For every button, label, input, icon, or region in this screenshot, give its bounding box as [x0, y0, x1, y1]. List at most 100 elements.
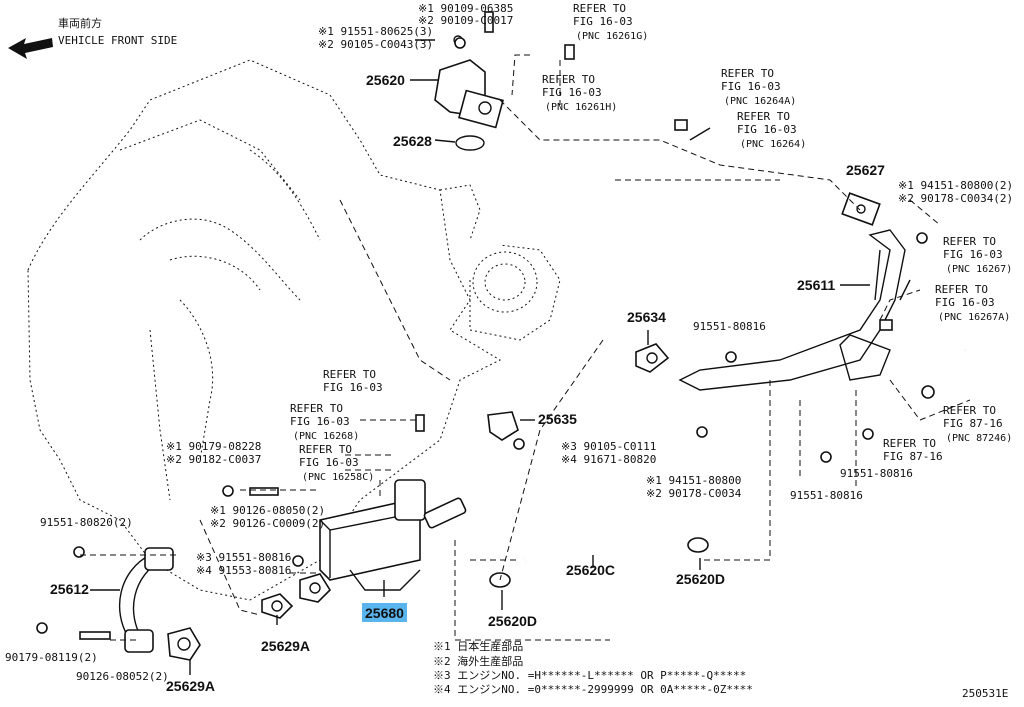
callout-cooler-bolt-2: ※4 91553-80816: [196, 564, 291, 577]
refer-r2-line1[interactable]: REFER TO: [542, 73, 595, 86]
refer-r7-line1[interactable]: REFER TO: [323, 368, 376, 381]
refer-r10-line1[interactable]: REFER TO: [943, 404, 996, 417]
refer-r8-pnc[interactable]: (PNC 16268): [293, 431, 359, 442]
clamp-25620d-right: [687, 537, 709, 553]
callout-cooler-bolt-1: ※3 91551-80816: [196, 551, 291, 564]
part-25627-label: 25627: [846, 162, 885, 178]
callout-bracket-bolt-2: ※4 91671-80820: [561, 453, 656, 466]
refer-r3-pnc[interactable]: (PNC 16264A): [724, 96, 796, 107]
refer-r2-pnc[interactable]: (PNC 16261H): [545, 102, 617, 113]
refer-r4-line1[interactable]: REFER TO: [737, 110, 790, 123]
callout-stud-1: ※1 90179-08228: [166, 440, 261, 453]
refer-r5-line1[interactable]: REFER TO: [943, 235, 996, 248]
part-numbers: 25620 25628 25627 25611 25634 25635 2561…: [50, 72, 885, 694]
callout-lower-nut: 90179-08119(2): [5, 651, 98, 664]
callout-bolt-top-1: ※1 90109-06385: [418, 2, 513, 15]
refer-r1-line1[interactable]: REFER TO: [573, 2, 626, 15]
throttle-body: [469, 244, 561, 341]
refer-r4[interactable]: REFER TO FIG 16-03 (PNC 16264): [737, 110, 806, 150]
note-1: ※1 日本生産部品: [433, 639, 523, 653]
refer-r10-line2[interactable]: FIG 87-16: [943, 417, 1003, 430]
refer-r5[interactable]: REFER TO FIG 16-03 (PNC 16267): [943, 235, 1012, 275]
front-label-jp: 車両前方: [58, 16, 102, 30]
refer-r9[interactable]: REFER TO FIG 16-03 (PNC 16258C): [299, 443, 374, 483]
bracket-25635: [487, 411, 519, 441]
vehicle-front-indicator: 車両前方 VEHICLE FRONT SIDE: [8, 16, 177, 59]
leader-lines: [80, 39, 971, 675]
refer-r1-pnc[interactable]: (PNC 16261G): [576, 31, 648, 42]
callout-lower-stud: 90126-08052(2): [76, 670, 169, 683]
callout-pipe-bolt-2: ※2 90178-C0034(2): [898, 192, 1013, 205]
refer-r8-line2[interactable]: FIG 16-03: [290, 415, 350, 428]
part-25629a-label-upper: 25629A: [261, 638, 310, 654]
arrow-left-icon: [8, 38, 53, 59]
refer-r9-line1[interactable]: REFER TO: [299, 443, 352, 456]
note-3: ※3 エンジンNO. =H******-L****** OR P*****-Q*…: [433, 669, 746, 682]
callout-pipe-bolts: 91551-80820(2): [40, 516, 133, 529]
refer-r3-line1[interactable]: REFER TO: [721, 67, 774, 80]
note-2: ※2 海外生産部品: [433, 654, 523, 668]
refer-r6-line1[interactable]: REFER TO: [935, 283, 988, 296]
part-25612-label: 25612: [50, 581, 89, 597]
refer-r9-pnc[interactable]: (PNC 16258C): [302, 472, 374, 483]
refer-r4-pnc[interactable]: (PNC 16264): [740, 139, 806, 150]
refer-r11-line1[interactable]: REFER TO: [883, 437, 936, 450]
footnotes: ※1 日本生産部品 ※2 海外生産部品 ※3 エンジンNO. =H******-…: [433, 639, 753, 696]
part-25620c-label: 25620C: [566, 562, 615, 578]
callout-egr-bolt-1: ※1 91551-80625(3): [318, 25, 433, 38]
refer-r11-line2[interactable]: FIG 87-16: [883, 450, 943, 463]
note-4: ※4 エンジンNO. =0******-2999999 OR 0A*****-0…: [433, 683, 753, 696]
refer-r6-pnc[interactable]: (PNC 16267A): [938, 312, 1010, 323]
part-25680-label[interactable]: 25680: [365, 605, 404, 621]
callout-nut-2: ※2 90126-C0009(2): [210, 517, 325, 530]
part-25611-label: 25611: [797, 277, 835, 293]
part-25635-label: 25635: [538, 411, 577, 427]
refer-r1[interactable]: REFER TO FIG 16-03 (PNC 16261G): [573, 2, 648, 42]
callout-stud-2: ※2 90182-C0037: [166, 453, 261, 466]
part-25680-highlight: [362, 603, 407, 622]
gasket-25629a-upper: [261, 593, 294, 619]
part-25634-label: 25634: [627, 309, 666, 325]
refer-r11[interactable]: REFER TO FIG 87-16: [883, 437, 943, 463]
callout-egr-bolt-2: ※2 90105-C0043(3): [318, 38, 433, 51]
refer-r1-line2[interactable]: FIG 16-03: [573, 15, 633, 28]
refer-r3[interactable]: REFER TO FIG 16-03 (PNC 16264A): [721, 67, 796, 107]
gasket-25628: [455, 135, 485, 151]
refer-r5-line2[interactable]: FIG 16-03: [943, 248, 1003, 261]
callout-pipe-bolt-right: 91551-80816: [840, 467, 913, 480]
callout-hose-bolt-2: ※2 90178-C0034: [646, 487, 742, 500]
engine-outline: [27, 59, 502, 601]
egr-pipe: [678, 192, 906, 391]
gasket-25634: [635, 343, 670, 373]
callout-pipe-bolt-1: ※1 94151-80800(2): [898, 179, 1013, 192]
refer-r7-line2[interactable]: FIG 16-03: [323, 381, 383, 394]
gasket-25629a-mid: [299, 573, 332, 603]
part-25620-label: 25620: [366, 72, 405, 88]
part-25628-label: 25628: [393, 133, 432, 149]
part-25620d-label-right: 25620D: [676, 571, 725, 587]
diagram-code: 250531E: [962, 687, 1008, 700]
refer-r3-line2[interactable]: FIG 16-03: [721, 80, 781, 93]
refer-r2-line2[interactable]: FIG 16-03: [542, 86, 602, 99]
refer-r10-pnc[interactable]: (PNC 87246): [946, 433, 1012, 444]
refer-r4-line2[interactable]: FIG 16-03: [737, 123, 797, 136]
callout-pipe-bolt-left: 91551-80816: [790, 489, 863, 502]
refer-r8[interactable]: REFER TO FIG 16-03 (PNC 16268): [290, 402, 359, 442]
refer-r5-pnc[interactable]: (PNC 16267): [946, 264, 1012, 275]
refer-r7[interactable]: REFER TO FIG 16-03: [323, 368, 383, 394]
refer-r9-line2[interactable]: FIG 16-03: [299, 456, 359, 469]
callout-hose-bolt-1: ※1 94151-80800: [646, 474, 741, 487]
egr-cooler: [319, 479, 467, 591]
refer-r6[interactable]: REFER TO FIG 16-03 (PNC 16267A): [935, 283, 1010, 323]
callout-gasket-bolt: 91551-80816: [693, 320, 766, 333]
front-label-en: VEHICLE FRONT SIDE: [58, 34, 177, 47]
part-25620d-label-lower: 25620D: [488, 613, 537, 629]
gasket-25629a-lower: [167, 627, 201, 661]
egr-pipe-25612: [118, 547, 174, 653]
refer-r10[interactable]: REFER TO FIG 87-16 (PNC 87246): [943, 404, 1012, 444]
callout-nut-1: ※1 90126-08050(2): [210, 504, 325, 517]
refer-r8-line1[interactable]: REFER TO: [290, 402, 343, 415]
refer-r6-line2[interactable]: FIG 16-03: [935, 296, 995, 309]
refer-r2[interactable]: REFER TO FIG 16-03 (PNC 16261H): [542, 73, 617, 113]
